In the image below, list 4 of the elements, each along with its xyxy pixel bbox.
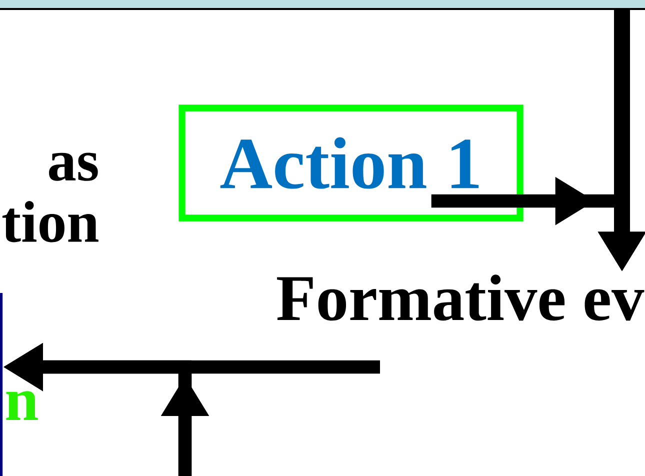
heading-text: Formative ev [277,274,644,321]
side-box: n [0,293,38,476]
label-text: as tion [2,152,98,242]
action-box: Action 1 [178,104,524,222]
